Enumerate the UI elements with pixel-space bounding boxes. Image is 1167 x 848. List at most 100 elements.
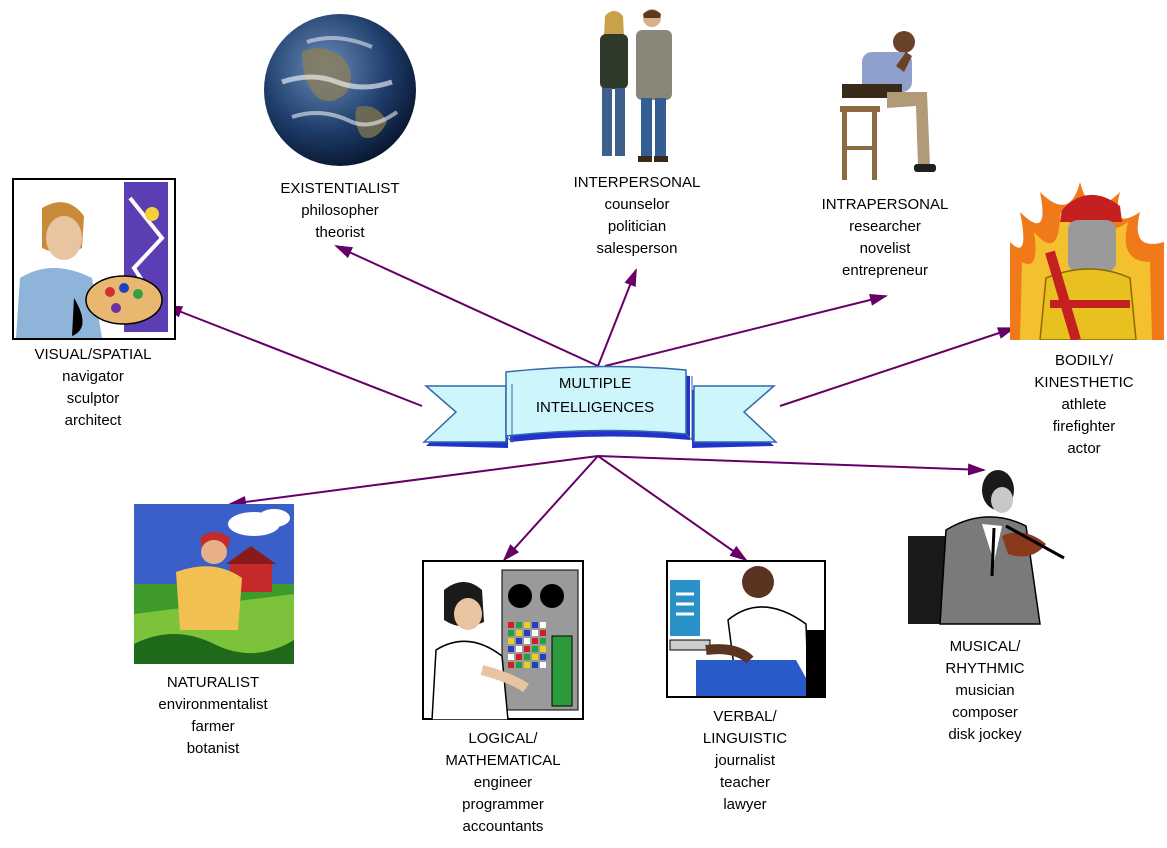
- intrapersonal-title: INTRAPERSONAL: [821, 196, 949, 213]
- console-key: [540, 654, 546, 660]
- interpersonal-role-3: salesperson: [596, 240, 678, 257]
- bodily-kinesthetic-role-1: athlete: [1061, 396, 1107, 413]
- console-key: [532, 638, 538, 644]
- console-key: [524, 646, 530, 652]
- arrow-to-existentialist: [334, 245, 599, 367]
- musical-rhythmic-role-2: composer: [952, 704, 1018, 721]
- console-key: [516, 622, 522, 628]
- node-intrapersonal: INTRAPERSONAL researcher novelist entrep…: [800, 194, 970, 282]
- console-key: [524, 622, 530, 628]
- intrapersonal-role-3: entrepreneur: [842, 262, 928, 279]
- arrow-to-visual-spatial: [164, 305, 423, 407]
- node-interpersonal: INTERPERSONAL counselor politician sales…: [552, 172, 722, 260]
- logical-mathematical-role-1: engineer: [473, 774, 533, 791]
- center-title-line-1: MULTIPLE: [558, 375, 632, 392]
- console-key: [508, 646, 514, 652]
- node-bodily-kinesthetic: BODILY/ KINESTHETIC athlete firefighter …: [1004, 350, 1164, 460]
- existentialist-title: EXISTENTIALIST: [280, 180, 400, 197]
- console-key: [532, 630, 538, 636]
- console-key: [540, 638, 546, 644]
- musical-rhythmic-title-2: RHYTHMIC: [945, 660, 1025, 677]
- thinking-man-on-stool-icon: [840, 31, 936, 180]
- console-key: [508, 662, 514, 668]
- visual-spatial-role-3: architect: [64, 412, 122, 429]
- console-key: [516, 638, 522, 644]
- console-key: [516, 630, 522, 636]
- center-title-line-2: INTELLIGENCES: [535, 399, 655, 416]
- console-key: [516, 662, 522, 668]
- console-key: [532, 622, 538, 628]
- musical-rhythmic-title-1: MUSICAL/: [949, 638, 1021, 655]
- interpersonal-title: INTERPERSONAL: [573, 174, 701, 191]
- console-key: [540, 646, 546, 652]
- naturalist-title: NATURALIST: [166, 674, 260, 691]
- arrow-to-logical-mathematical: [502, 455, 599, 562]
- console-key: [540, 622, 546, 628]
- existentialist-role-1: philosopher: [301, 202, 379, 219]
- node-existentialist: EXISTENTIALIST philosopher theorist: [255, 178, 425, 244]
- bodily-kinesthetic-title-2: KINESTHETIC: [1034, 374, 1134, 391]
- arrow-to-intrapersonal: [604, 294, 888, 367]
- engineer-at-console-icon: [422, 560, 584, 720]
- logical-mathematical-title-2: MATHEMATICAL: [445, 752, 561, 769]
- node-verbal-linguistic: VERBAL/ LINGUISTIC journalist teacher la…: [660, 706, 830, 816]
- violinist-icon: [908, 470, 1065, 625]
- verbal-linguistic-title-2: LINGUISTIC: [702, 730, 788, 747]
- arrow-to-naturalist: [228, 455, 599, 508]
- console-key: [524, 638, 530, 644]
- console-key: [508, 638, 514, 644]
- console-key: [508, 654, 514, 660]
- earth-globe-icon: [264, 14, 416, 166]
- arrow-to-verbal-linguistic: [597, 455, 748, 562]
- visual-spatial-role-1: navigator: [62, 368, 124, 385]
- console-key: [508, 622, 514, 628]
- couple-standing-icon: [600, 9, 672, 162]
- console-key: [532, 654, 538, 660]
- musical-rhythmic-role-3: disk jockey: [948, 726, 1022, 743]
- arrow-to-bodily-kinesthetic: [779, 327, 1016, 407]
- center-title: MULTIPLE INTELLIGENCES: [507, 372, 683, 420]
- console-key: [516, 654, 522, 660]
- person-typing-computer-icon: [666, 560, 826, 698]
- intrapersonal-role-2: novelist: [859, 240, 911, 257]
- logical-mathematical-title-1: LOGICAL/: [468, 730, 538, 747]
- console-key: [524, 662, 530, 668]
- node-visual-spatial: VISUAL/SPATIAL navigator sculptor archit…: [8, 344, 178, 432]
- console-key: [532, 646, 538, 652]
- interpersonal-role-2: politician: [607, 218, 667, 235]
- node-naturalist: NATURALIST environmentalist farmer botan…: [128, 672, 298, 760]
- visual-spatial-role-2: sculptor: [66, 390, 120, 407]
- musical-rhythmic-role-1: musician: [955, 682, 1015, 699]
- farmer-in-field-icon: [134, 504, 294, 664]
- naturalist-role-3: botanist: [186, 740, 240, 757]
- verbal-linguistic-role-2: teacher: [719, 774, 771, 791]
- console-key: [524, 630, 530, 636]
- banner-ribbon: [422, 365, 778, 448]
- firefighter-icon: [1010, 182, 1164, 340]
- visual-spatial-title: VISUAL/SPATIAL: [34, 346, 152, 363]
- bodily-kinesthetic-role-2: firefighter: [1052, 418, 1116, 435]
- node-logical-mathematical: LOGICAL/ MATHEMATICAL engineer programme…: [418, 728, 588, 838]
- console-key: [540, 662, 546, 668]
- naturalist-role-2: farmer: [191, 718, 235, 735]
- painter-at-easel-icon: [12, 178, 176, 340]
- verbal-linguistic-role-1: journalist: [714, 752, 776, 769]
- bodily-kinesthetic-title-1: BODILY/: [1054, 352, 1114, 369]
- existentialist-role-2: theorist: [315, 224, 365, 241]
- console-key: [532, 662, 538, 668]
- logical-mathematical-role-2: programmer: [462, 796, 544, 813]
- arrow-to-musical-rhythmic: [597, 455, 986, 476]
- node-musical-rhythmic: MUSICAL/ RHYTHMIC musician composer disk…: [900, 636, 1070, 746]
- bodily-kinesthetic-role-3: actor: [1067, 440, 1101, 457]
- console-key: [540, 630, 546, 636]
- console-key: [524, 654, 530, 660]
- verbal-linguistic-role-3: lawyer: [723, 796, 767, 813]
- interpersonal-role-1: counselor: [604, 196, 670, 213]
- console-key: [516, 646, 522, 652]
- verbal-linguistic-title-1: VERBAL/: [713, 708, 777, 725]
- intrapersonal-role-1: researcher: [849, 218, 921, 235]
- logical-mathematical-role-3: accountants: [462, 818, 544, 835]
- arrow-to-interpersonal: [597, 268, 637, 367]
- naturalist-role-1: environmentalist: [158, 696, 268, 713]
